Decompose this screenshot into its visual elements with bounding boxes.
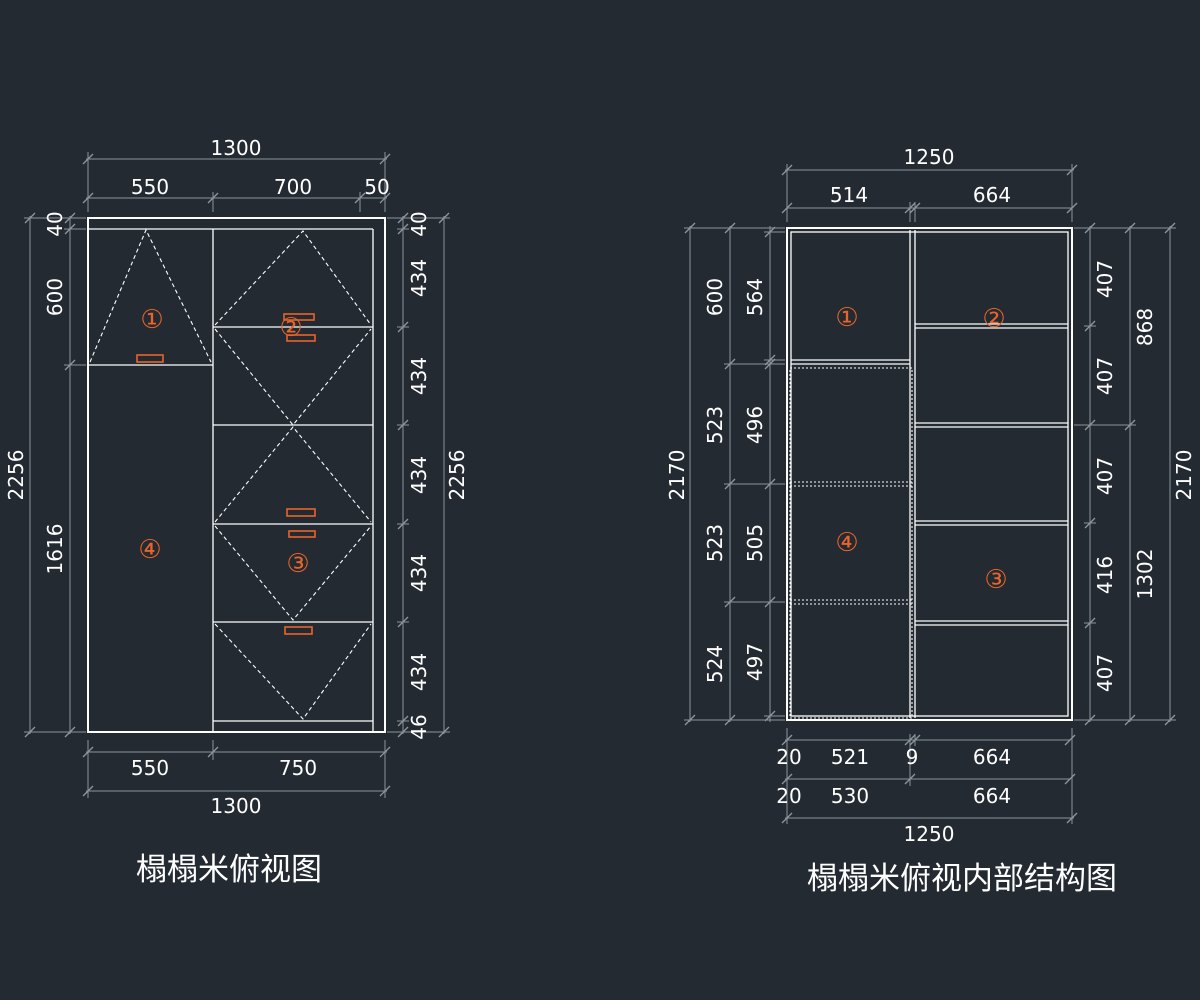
right-drawing-title: 榻榻米俯视内部结构图 — [807, 861, 1117, 897]
right-rvert-mid-1: 868 — [1133, 308, 1157, 346]
left-lid-opening-3a — [214, 426, 372, 523]
left-right-total: 2256 — [445, 450, 469, 501]
right-label-1: ① — [835, 303, 858, 333]
left-vert-total: 2256 — [4, 450, 28, 501]
right-bottom-r2-2: 530 — [831, 784, 869, 808]
right-rvert-inner-4: 416 — [1093, 556, 1117, 594]
left-vert-part-3: 1616 — [43, 524, 67, 575]
right-vert-mid-3: 523 — [703, 524, 727, 562]
left-right-part-2: 434 — [407, 259, 431, 297]
handle-2a — [283, 313, 315, 321]
left-bottom-part-1: 550 — [131, 756, 169, 780]
right-vert-mid-2: 523 — [703, 406, 727, 444]
right-top-total: 1250 — [904, 145, 955, 169]
handle-3b — [288, 530, 316, 538]
left-vert-part-1: 40 — [43, 211, 67, 236]
left-lid-opening-1 — [89, 228, 212, 363]
left-right-part-1: 40 — [407, 211, 431, 236]
left-bottom-part-2: 750 — [279, 756, 317, 780]
left-vert-part-2: 600 — [43, 278, 67, 316]
right-vert-inner-4: 497 — [743, 643, 767, 681]
right-rvert-inner-1: 407 — [1093, 260, 1117, 298]
handle-2b — [286, 334, 316, 342]
right-rvert-inner-5: 407 — [1093, 654, 1117, 692]
right-rvert-inner-3: 407 — [1093, 457, 1117, 495]
right-sec4-dashed-frame — [789, 367, 913, 719]
right-top-part-1: 514 — [830, 183, 868, 207]
right-inner-frame — [790, 231, 1069, 717]
left-right-part-3: 434 — [407, 357, 431, 395]
left-label-2: ② — [279, 313, 302, 343]
left-top-part-3: 50 — [364, 175, 389, 199]
right-rvert-total: 2170 — [1172, 450, 1196, 501]
left-top-part-1: 550 — [131, 175, 169, 199]
right-bottom-r1-3: 9 — [906, 745, 919, 769]
left-right-part-4: 434 — [407, 456, 431, 494]
left-lid-opening-4 — [214, 623, 372, 720]
left-bottom-total: 1300 — [211, 794, 262, 818]
left-lid-opening-2a — [214, 230, 372, 326]
right-rvert-mid-2: 1302 — [1133, 549, 1157, 600]
right-structure-view: ① ② ③ ④ 1250 514 664 20 521 9 664 20 530… — [665, 145, 1196, 897]
right-label-2: ② — [982, 304, 1005, 334]
handle-3a — [286, 508, 316, 517]
left-outer-frame — [87, 217, 386, 733]
right-vert-total: 2170 — [665, 450, 689, 501]
left-lid-opening-2b — [214, 328, 372, 426]
left-label-3: ③ — [286, 549, 309, 579]
right-ticks — [684, 164, 1176, 824]
left-right-part-7: 46 — [407, 714, 431, 739]
left-lid-opening-3b — [214, 525, 372, 621]
left-plan-view: ① ② ③ ④ 1300 550 700 50 550 750 1300 225… — [4, 136, 469, 888]
handle-1 — [136, 354, 164, 363]
right-bottom-r1-2: 521 — [831, 745, 869, 769]
right-bottom-r2-1: 20 — [776, 784, 801, 808]
left-right-part-5: 434 — [407, 554, 431, 592]
right-vert-inner-1: 564 — [743, 278, 767, 316]
right-outer-frame — [786, 227, 1073, 721]
right-vert-inner-3: 505 — [743, 524, 767, 562]
left-label-4: ④ — [138, 535, 161, 565]
right-bottom-r1-1: 20 — [776, 745, 801, 769]
right-label-3: ③ — [984, 565, 1007, 595]
left-right-part-6: 434 — [407, 653, 431, 691]
left-label-1: ① — [140, 305, 163, 335]
left-ticks — [24, 153, 450, 797]
right-rvert-inner-2: 407 — [1093, 357, 1117, 395]
right-bottom-r2-3: 664 — [973, 784, 1011, 808]
right-vert-mid-4: 524 — [703, 645, 727, 683]
right-bottom-r1-4: 664 — [973, 745, 1011, 769]
right-bottom-total: 1250 — [904, 822, 955, 846]
handle-4 — [284, 626, 313, 635]
right-label-4: ④ — [835, 528, 858, 558]
left-drawing-title: 榻榻米俯视图 — [136, 852, 322, 888]
right-vert-inner-2: 496 — [743, 406, 767, 444]
left-top-total: 1300 — [211, 136, 262, 160]
right-top-part-2: 664 — [973, 183, 1011, 207]
right-vert-mid-1: 600 — [703, 278, 727, 316]
left-top-part-2: 700 — [274, 175, 312, 199]
